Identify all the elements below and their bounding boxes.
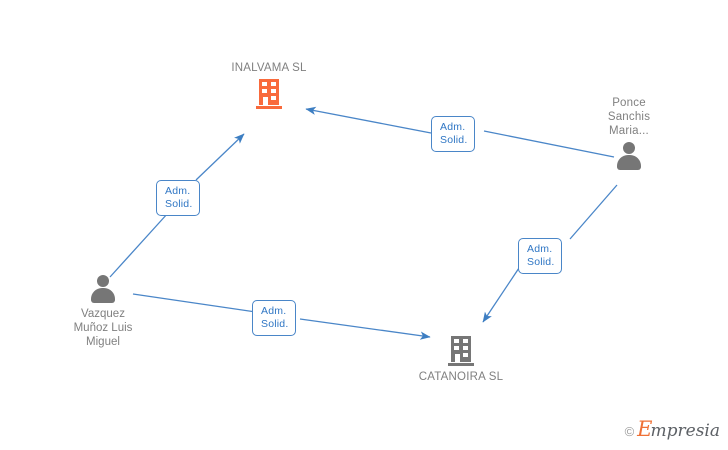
node-label-catanoira: CATANOIRA SL <box>418 371 504 383</box>
copyright-symbol: © <box>624 424 635 439</box>
brand-initial: E <box>637 417 653 441</box>
brand-name: mpresia <box>650 421 721 441</box>
edge-label-vazquez-inalvama[interactable]: Adm. Solid. <box>156 180 201 216</box>
node-label-vazquez: Vazquez Muñoz Luis Miguel <box>73 308 133 348</box>
edge-vazquez-inalvama <box>109 133 245 278</box>
node-label-ponce: Ponce Sanchis Maria... <box>607 97 651 137</box>
edge-label-ponce-inalvama[interactable]: Adm. Solid. <box>431 116 476 152</box>
edge-vazquez-catanoira <box>132 293 431 340</box>
node-inalvama[interactable]: INALVAMA SL <box>199 61 339 109</box>
node-catanoira[interactable]: CATANOIRA SL <box>391 336 531 384</box>
edge-ponce-inalvama <box>305 106 615 158</box>
empresia-watermark: © E mpresia <box>625 419 720 440</box>
building-icon <box>256 79 282 109</box>
person-icon <box>90 275 116 303</box>
edge-ponce-catanoira <box>482 184 618 323</box>
node-label-inalvama: INALVAMA SL <box>231 62 307 74</box>
node-vazquez[interactable]: Vazquez Muñoz Luis Miguel <box>33 275 173 349</box>
building-icon <box>448 336 474 366</box>
node-ponce[interactable]: Ponce Sanchis Maria... <box>559 96 699 170</box>
person-icon <box>616 142 642 170</box>
edge-label-ponce-catanoira[interactable]: Adm. Solid. <box>518 238 563 274</box>
edge-label-vazquez-catanoira[interactable]: Adm. Solid. <box>252 300 297 336</box>
